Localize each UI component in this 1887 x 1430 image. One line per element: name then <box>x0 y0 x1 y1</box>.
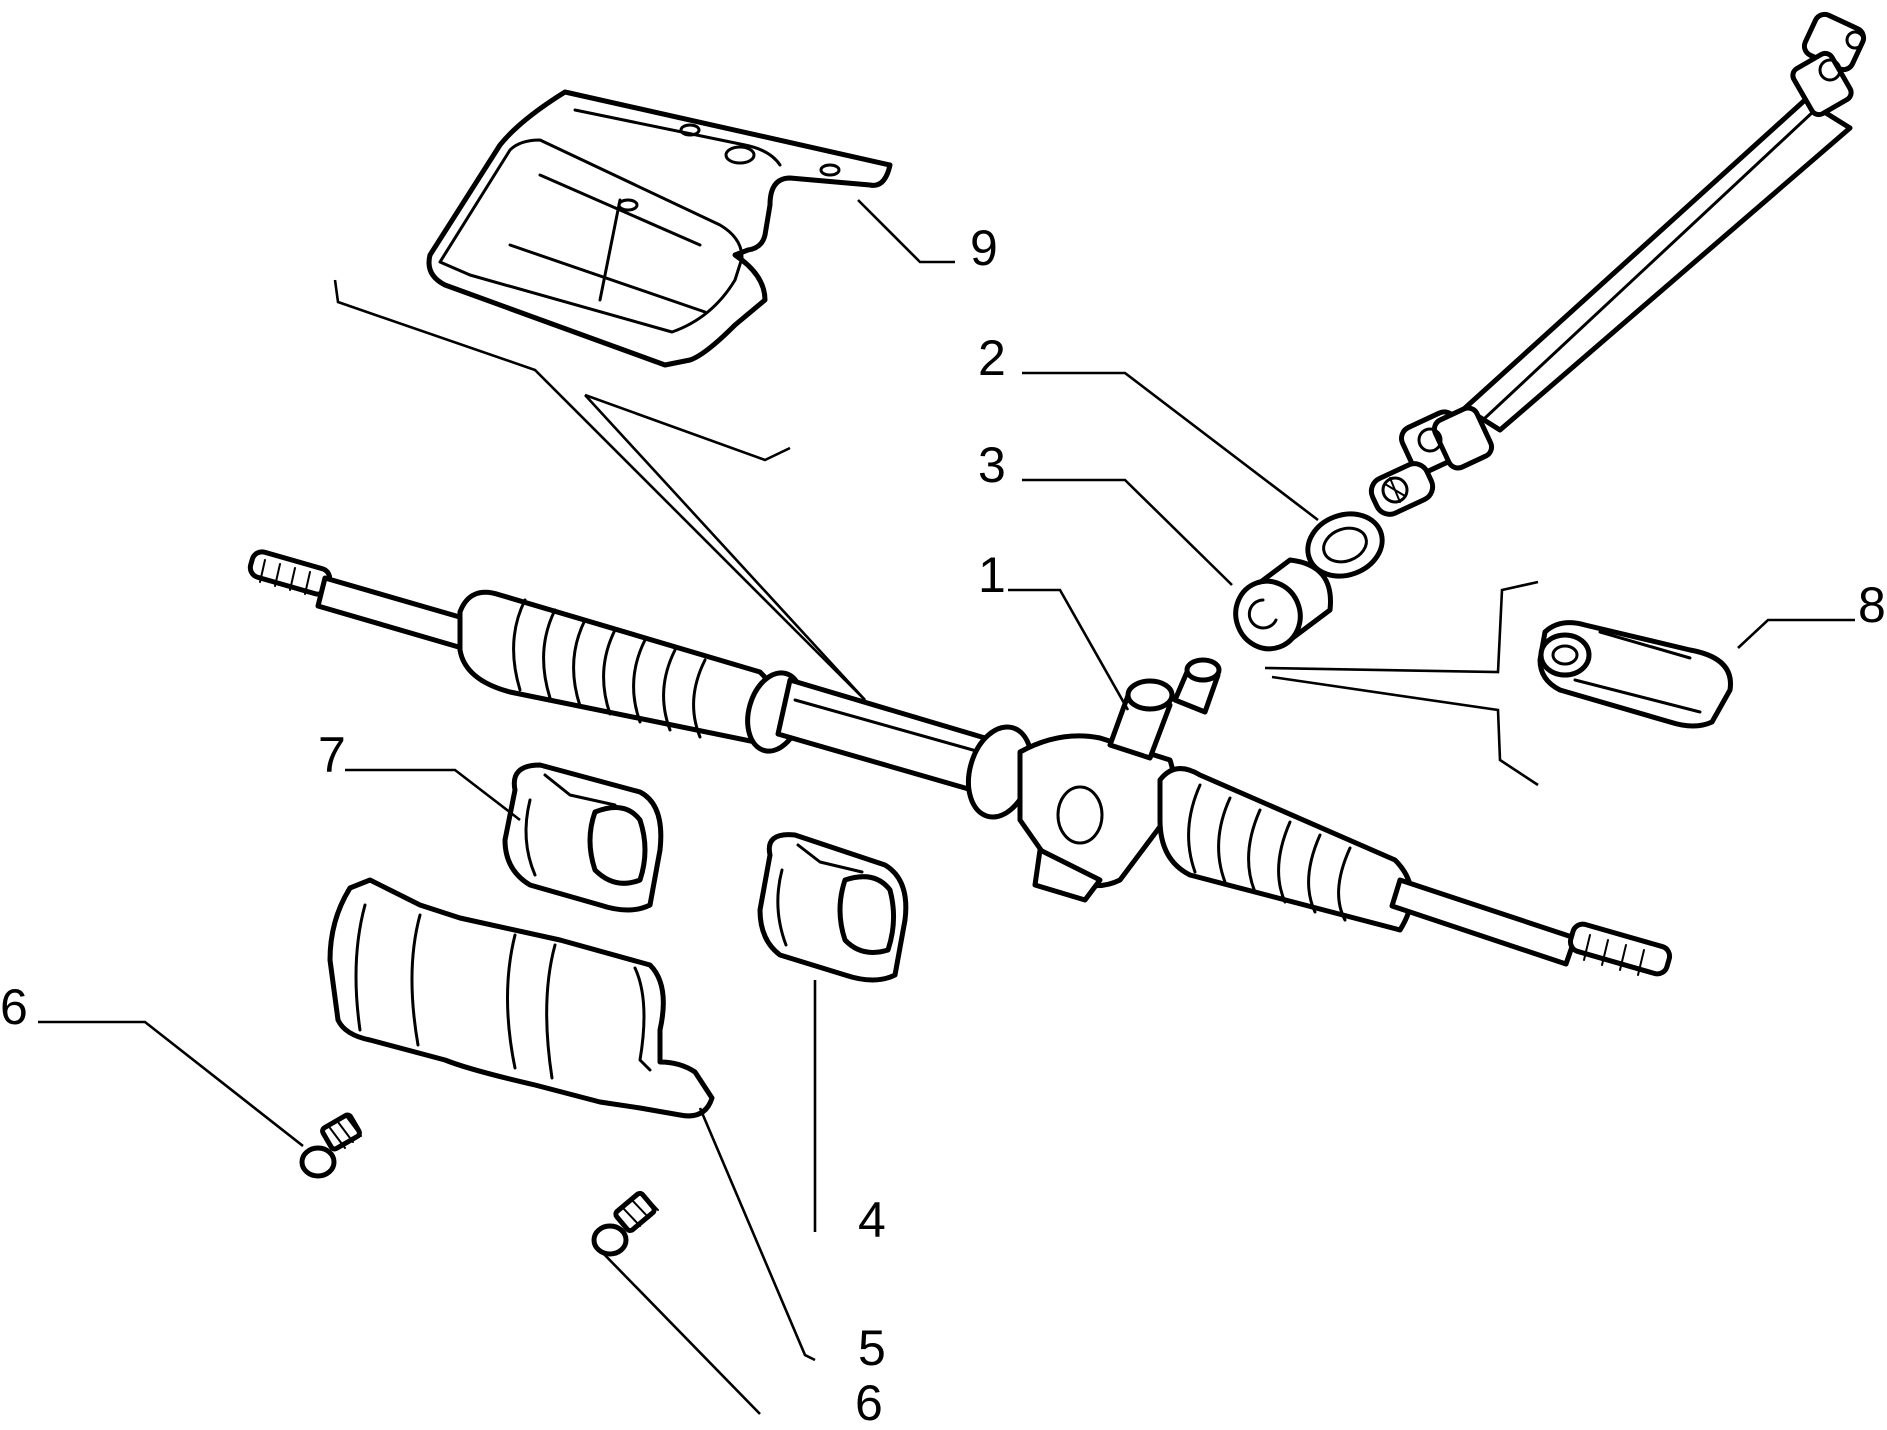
steering-shaft-icon[interactable] <box>1367 11 1867 519</box>
callout-6-bottom: 6 <box>855 1375 883 1430</box>
callout-5: 5 <box>858 1320 886 1376</box>
mount-bracket-icon[interactable] <box>502 762 664 913</box>
callout-7: 7 <box>318 727 346 783</box>
bolt-icon[interactable] <box>299 1112 362 1179</box>
heat-shield-icon[interactable] <box>426 89 893 368</box>
steering-rack-icon[interactable] <box>247 549 1673 977</box>
callout-1: 1 <box>978 547 1006 603</box>
callout-6-left: 6 <box>0 979 28 1035</box>
alignment-lines <box>333 279 1539 787</box>
seal-ring-icon[interactable] <box>1299 504 1391 586</box>
callout-4: 4 <box>858 1192 886 1248</box>
bolt-icon[interactable] <box>591 1191 659 1257</box>
clamp-icon[interactable] <box>1537 620 1733 729</box>
mount-bracket-icon[interactable] <box>757 832 909 983</box>
callout-labels: 1 2 3 4 5 6 6 7 8 9 <box>0 220 1886 1430</box>
callout-9: 9 <box>970 220 998 276</box>
callout-2: 2 <box>978 330 1006 386</box>
callout-3: 3 <box>978 437 1006 493</box>
callout-8: 8 <box>1858 577 1886 633</box>
bushing-icon[interactable] <box>1226 557 1333 658</box>
rack-cover-icon[interactable] <box>327 877 715 1119</box>
leader-lines <box>38 199 1855 1415</box>
